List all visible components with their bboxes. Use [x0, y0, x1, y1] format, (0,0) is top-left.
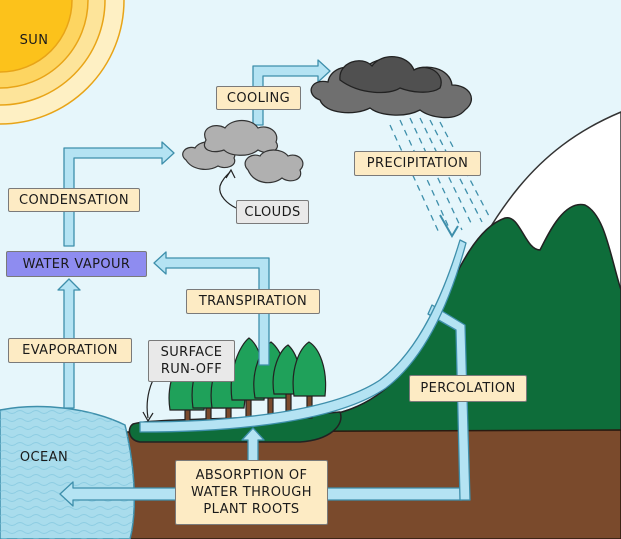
- storm-cloud: [310, 56, 472, 119]
- grey-clouds: [182, 119, 304, 184]
- percolation-label: PERCOLATION: [409, 375, 527, 402]
- cooling-label: COOLING: [216, 86, 301, 110]
- surface-runoff-label: SURFACE RUN-OFF: [148, 340, 235, 382]
- water-vapour-label: WATER VAPOUR: [6, 251, 147, 277]
- precipitation-label: PRECIPITATION: [354, 151, 481, 176]
- surface-runoff-flow: [139, 239, 467, 433]
- clouds-label: CLOUDS: [236, 200, 309, 224]
- sun: [0, 0, 125, 125]
- sun-label: SUN: [19, 32, 49, 48]
- precipitation-arrow: [439, 214, 459, 238]
- transpiration-label: TRANSPIRATION: [186, 289, 320, 314]
- absorption-label: ABSORPTION OF WATER THROUGH PLANT ROOTS: [175, 460, 328, 525]
- clouds-callout-line: [219, 171, 237, 209]
- percolation-arrow: [427, 304, 471, 501]
- ocean: [0, 405, 136, 539]
- evaporation-label: EVAPORATION: [8, 338, 132, 363]
- ocean-label: OCEAN: [19, 449, 69, 465]
- condensation-label: CONDENSATION: [8, 188, 140, 212]
